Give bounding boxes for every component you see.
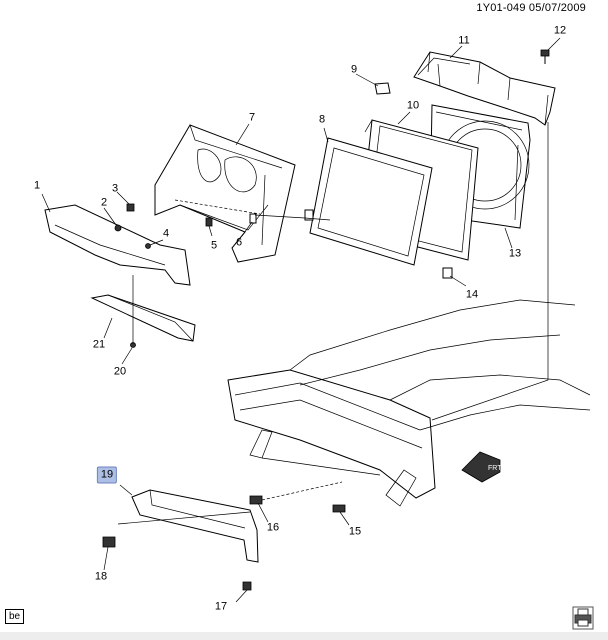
callout-14[interactable]: 14 xyxy=(465,288,479,301)
frame-chassis xyxy=(227,299,591,507)
callout-11[interactable]: 11 xyxy=(458,34,470,47)
part-11-upper-support xyxy=(413,51,556,126)
printer-icon[interactable] xyxy=(572,606,594,630)
bottom-bar xyxy=(0,632,608,640)
callout-8[interactable]: 8 xyxy=(318,113,326,126)
callout-9[interactable]: 9 xyxy=(350,63,358,76)
part-7-air-baffle xyxy=(154,124,296,263)
callout-13[interactable]: 13 xyxy=(508,247,522,260)
callout-17[interactable]: 17 xyxy=(214,600,228,613)
diagram-reference: 1Y01-049 05/07/2009 xyxy=(476,2,586,14)
fasteners xyxy=(114,203,453,348)
callout-10[interactable]: 10 xyxy=(406,99,420,112)
callout-20[interactable]: 20 xyxy=(113,365,127,378)
bolts xyxy=(102,495,346,591)
callout-18[interactable]: 18 xyxy=(94,570,108,583)
callout-5[interactable]: 5 xyxy=(210,239,218,252)
part-1-lower-deflector xyxy=(44,204,191,286)
callout-12[interactable]: 12 xyxy=(553,24,567,37)
callout-7[interactable]: 7 xyxy=(248,111,256,124)
footer-code: be xyxy=(5,609,25,624)
callout-6[interactable]: 6 xyxy=(235,236,243,249)
part-19-shield xyxy=(131,489,259,563)
callout-15[interactable]: 15 xyxy=(348,525,362,538)
part-12-bolt xyxy=(540,49,550,64)
callout-1[interactable]: 1 xyxy=(33,179,41,192)
callout-3[interactable]: 3 xyxy=(111,182,119,195)
part-21-deflector xyxy=(90,294,196,342)
part-9-clip xyxy=(374,82,391,95)
frt-arrow-icon: FRT xyxy=(461,451,502,483)
callout-2[interactable]: 2 xyxy=(100,196,108,209)
leader-lines xyxy=(41,37,561,603)
callout-19[interactable]: 19 xyxy=(96,466,118,484)
svg-text:FRT: FRT xyxy=(488,465,502,472)
part-8-radiator xyxy=(304,137,433,266)
callout-21[interactable]: 21 xyxy=(92,338,106,351)
callout-16[interactable]: 16 xyxy=(266,521,280,534)
callout-4[interactable]: 4 xyxy=(162,227,170,240)
